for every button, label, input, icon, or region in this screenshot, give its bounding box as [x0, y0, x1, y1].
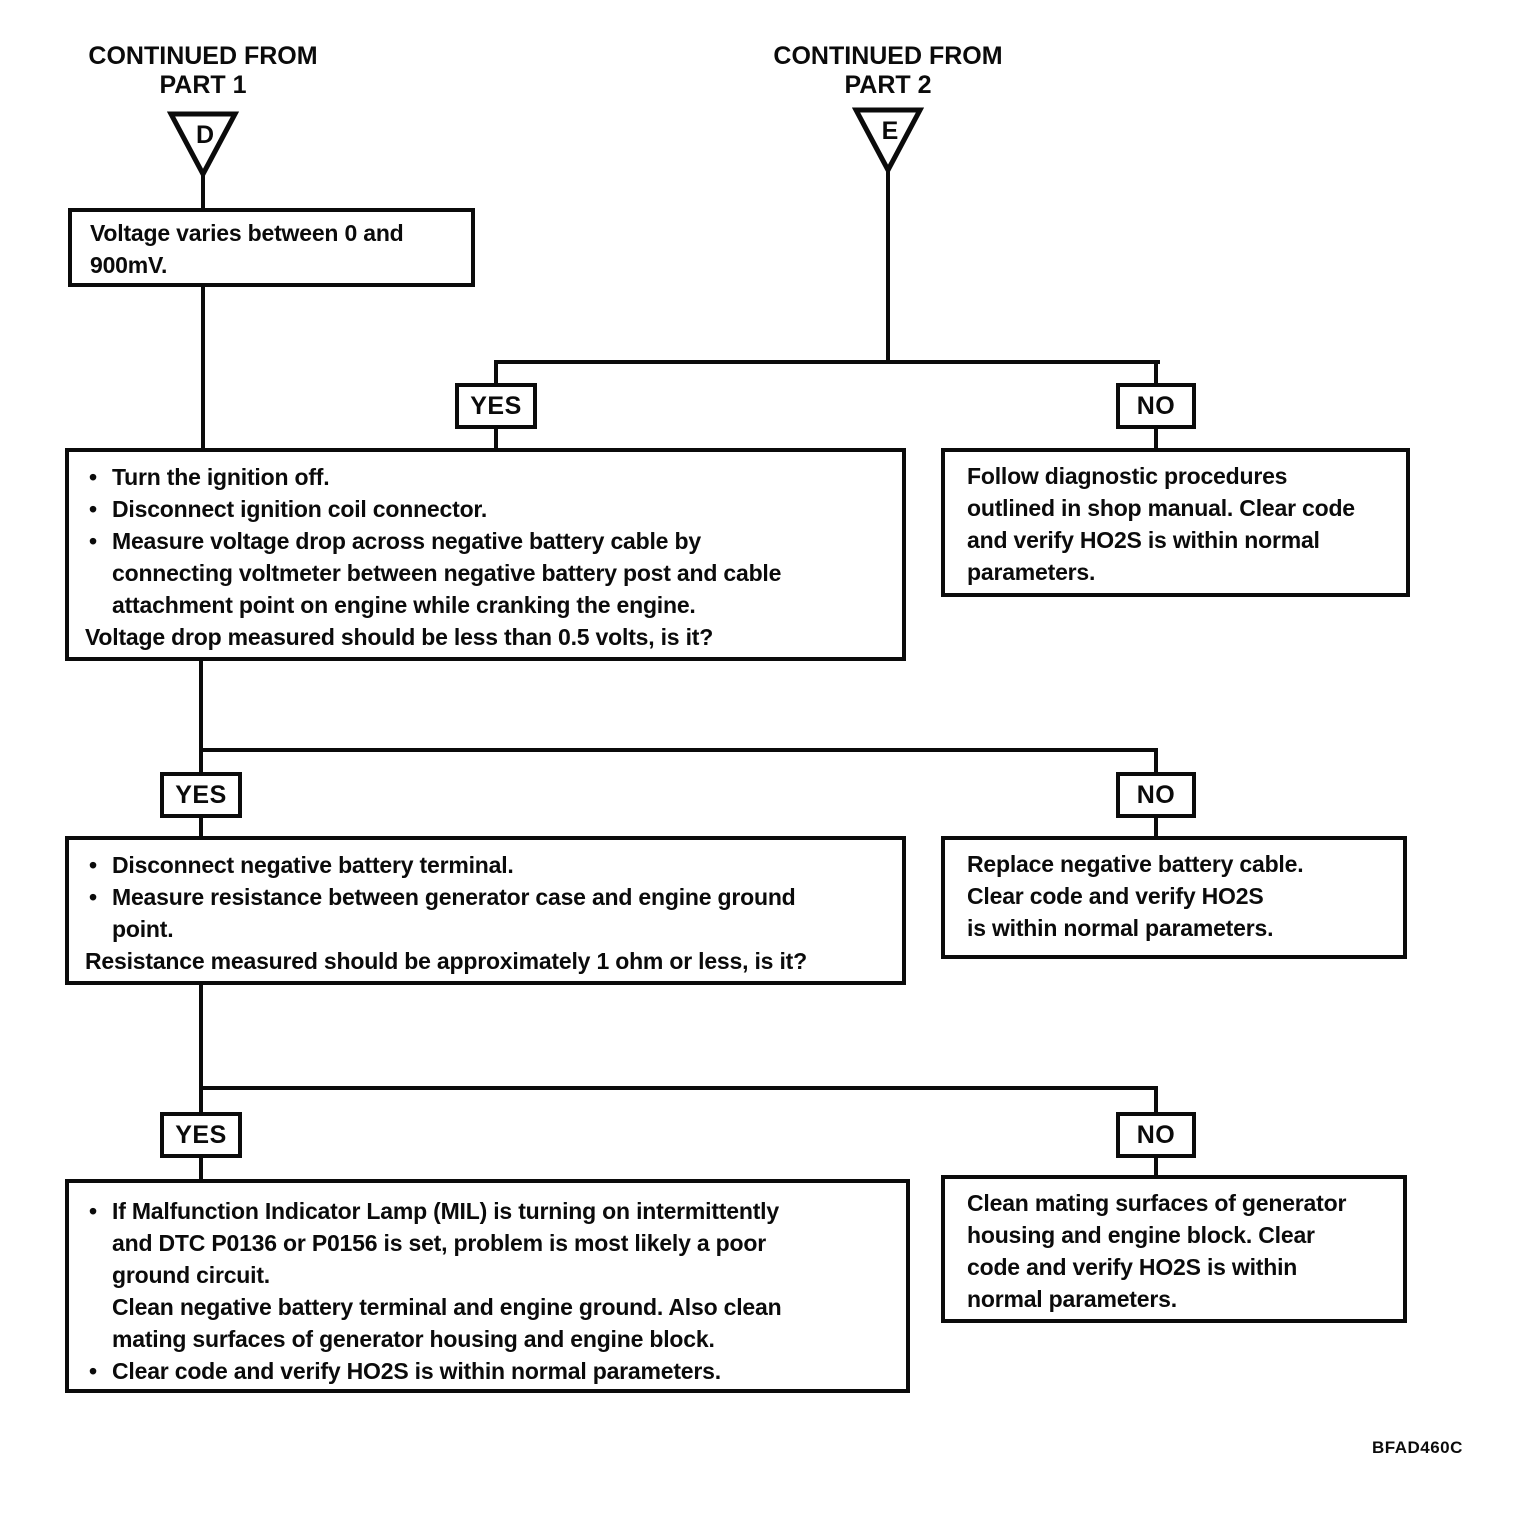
no-label-1: NO [1116, 383, 1196, 429]
part2-label: PART 2 [844, 71, 932, 99]
part1-label: PART 1 [159, 71, 247, 99]
step-box-3-content: If Malfunction Indicator Lamp (MIL) is t… [85, 1195, 890, 1387]
connector-d-icon: D [167, 111, 239, 180]
result-box-2: Replace negative battery cable. Clear co… [941, 836, 1407, 959]
continued-from-part1-header: CONTINUED FROM PART 1 [38, 42, 368, 100]
no-text: NO [1136, 1120, 1176, 1149]
result-box-3-text: Clean mating surfaces of generator housi… [967, 1190, 1347, 1312]
connector-e-letter: E [882, 117, 899, 145]
branch-line-1 [494, 360, 1160, 364]
continued-from-part2-header: CONTINUED FROM PART 2 [723, 42, 1053, 100]
result-box-1-text: Follow diagnostic procedures outlined in… [967, 463, 1355, 585]
start-box: Voltage varies between 0 and 900mV. [68, 208, 475, 287]
no-text: NO [1136, 391, 1176, 420]
no-label-3: NO [1116, 1112, 1196, 1158]
bullet-item: If Malfunction Indicator Lamp (MIL) is t… [85, 1195, 890, 1355]
bullet-item: Measure resistance between generator cas… [85, 881, 886, 945]
flow-line [199, 985, 203, 1179]
flow-line [201, 172, 205, 210]
continued-from-label: CONTINUED FROM [88, 42, 318, 70]
text-line: Voltage drop measured should be less tha… [85, 624, 714, 650]
connector-d-letter: D [196, 121, 214, 149]
continued-from-label: CONTINUED FROM [773, 42, 1003, 70]
flow-line [886, 168, 890, 364]
no-text: NO [1136, 780, 1176, 809]
yes-label-3: YES [160, 1112, 242, 1158]
result-box-2-text: Replace negative battery cable. Clear co… [967, 851, 1304, 941]
step-box-1: Turn the ignition off.Disconnect ignitio… [65, 448, 906, 661]
text-line: Resistance measured should be approximat… [85, 948, 807, 974]
connector-e-icon: E [852, 107, 924, 176]
branch-line-2 [199, 748, 1158, 752]
step-box-2-content: Disconnect negative battery terminal.Mea… [85, 849, 886, 977]
result-box-1: Follow diagnostic procedures outlined in… [941, 448, 1410, 597]
step-box-3: If Malfunction Indicator Lamp (MIL) is t… [65, 1179, 910, 1393]
yes-label-2: YES [160, 772, 242, 818]
flow-line [201, 285, 205, 448]
start-box-text: Voltage varies between 0 and 900mV. [90, 220, 404, 278]
bullet-item: Turn the ignition off. [85, 461, 886, 493]
step-box-2: Disconnect negative battery terminal.Mea… [65, 836, 906, 985]
yes-text: YES [175, 780, 227, 809]
yes-text: YES [175, 1120, 227, 1149]
branch-line-3 [199, 1086, 1158, 1090]
yes-label-1: YES [455, 383, 537, 429]
bullet-item: Disconnect negative battery terminal. [85, 849, 886, 881]
bullet-item: Clear code and verify HO2S is within nor… [85, 1355, 890, 1387]
no-label-2: NO [1116, 772, 1196, 818]
bullet-item: Disconnect ignition coil connector. [85, 493, 886, 525]
step-box-1-content: Turn the ignition off.Disconnect ignitio… [85, 461, 886, 653]
bullet-item: Measure voltage drop across negative bat… [85, 525, 886, 621]
figure-code: BFAD460C [1372, 1438, 1463, 1457]
yes-text: YES [470, 391, 522, 420]
result-box-3: Clean mating surfaces of generator housi… [941, 1175, 1407, 1323]
